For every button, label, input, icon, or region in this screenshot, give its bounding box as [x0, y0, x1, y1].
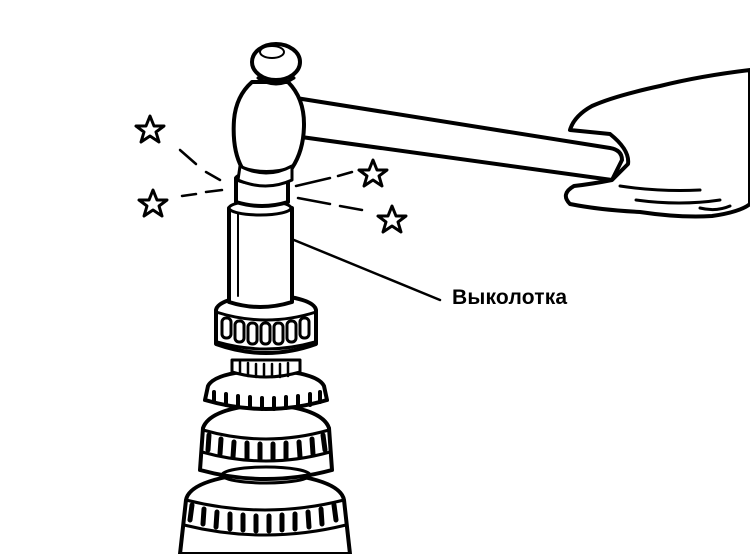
star-icon — [357, 158, 389, 188]
impact-stars — [134, 114, 408, 234]
star-icon — [376, 204, 408, 234]
gear-middle — [198, 402, 334, 485]
roller-bearing — [214, 292, 318, 355]
hand-icon — [563, 68, 750, 219]
star-icon — [137, 188, 169, 218]
callout-leader — [292, 238, 442, 302]
drift-punch-label: Выколотка — [452, 286, 568, 309]
star-icon — [134, 114, 166, 144]
spline-collar — [230, 358, 302, 379]
hammer-icon — [231, 42, 624, 188]
gear-upper — [203, 368, 329, 411]
gear-stack — [178, 292, 352, 554]
impact-lines — [178, 148, 364, 212]
drift-punch — [227, 170, 294, 309]
